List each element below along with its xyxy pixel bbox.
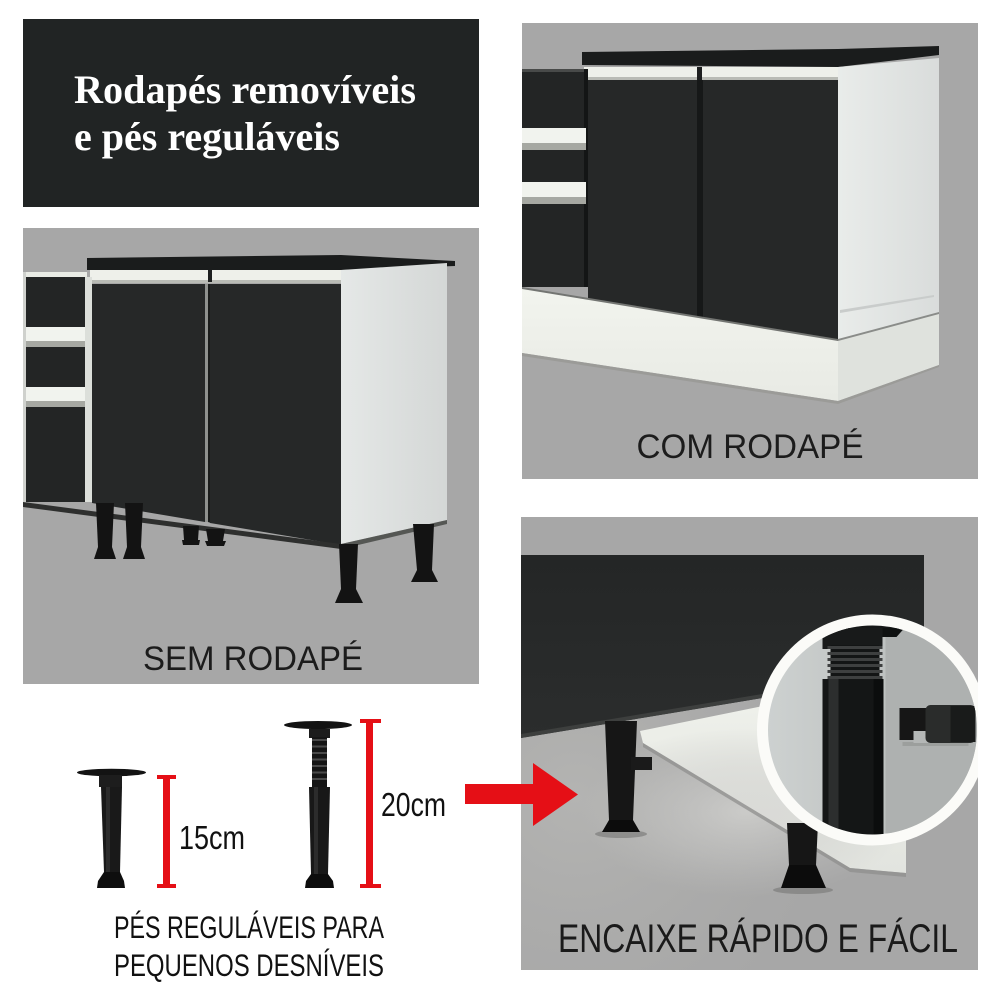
svg-text:SEM RODAPÉ: SEM RODAPÉ (143, 640, 363, 678)
svg-text:e pés reguláveis: e pés reguláveis (74, 114, 340, 159)
svg-text:ENCAIXE RÁPIDO E FÁCIL: ENCAIXE RÁPIDO E FÁCIL (558, 916, 958, 961)
svg-text:PÉS REGULÁVEIS PARA: PÉS REGULÁVEIS PARA (114, 909, 384, 945)
svg-text:20cm: 20cm (381, 786, 446, 823)
svg-text:PEQUENOS DESNÍVEIS: PEQUENOS DESNÍVEIS (114, 947, 384, 983)
svg-text:Rodapés removíveis: Rodapés removíveis (74, 67, 416, 112)
svg-text:15cm: 15cm (179, 819, 245, 856)
svg-text:COM RODAPÉ: COM RODAPÉ (637, 428, 864, 466)
